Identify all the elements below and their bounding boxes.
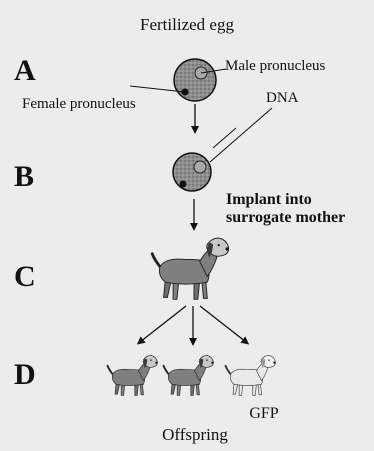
arrow-c-to-d-left	[140, 306, 186, 342]
step-label-c: C	[14, 260, 36, 293]
male-pronucleus-label: Male pronucleus	[225, 58, 326, 74]
gfp-offspring-dog-icon	[226, 356, 276, 396]
implant-label-line2: surrogate mother	[226, 209, 345, 226]
offspring-dog-2-icon	[164, 356, 214, 396]
step-label-d: D	[14, 358, 36, 391]
step-label-b: B	[14, 160, 34, 193]
dna-pointer-2	[213, 128, 236, 148]
offspring-dog-1-icon	[108, 356, 158, 396]
diagram-title: Fertilized egg	[140, 15, 234, 34]
dna-pointer-1	[210, 108, 272, 162]
implant-label-line1: Implant into	[226, 191, 312, 208]
dna-label: DNA	[266, 90, 299, 106]
fertilized-egg-a	[174, 59, 216, 101]
gfp-label: GFP	[249, 405, 278, 422]
arrow-c-to-d-right	[200, 306, 246, 342]
step-label-a: A	[14, 54, 36, 87]
fertilized-egg-b	[173, 153, 211, 191]
surrogate-mother-dog-icon	[152, 238, 229, 299]
offspring-label: Offspring	[162, 425, 228, 444]
female-pronucleus-label: Female pronucleus	[22, 96, 136, 112]
